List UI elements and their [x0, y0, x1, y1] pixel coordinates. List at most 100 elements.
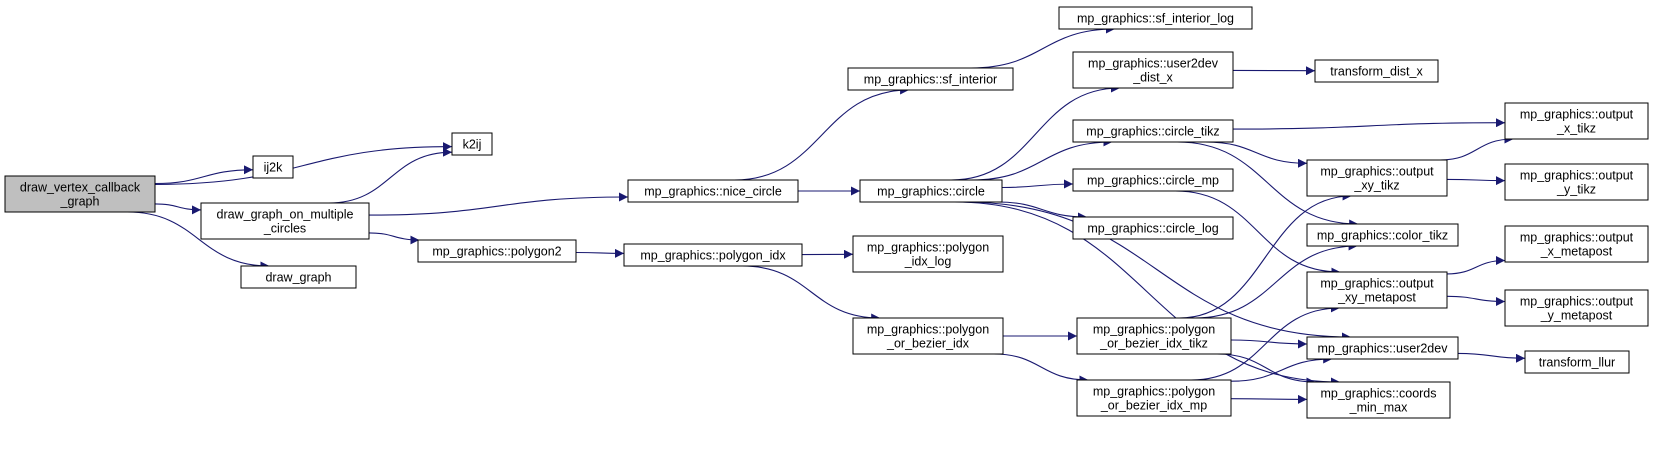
node-label: mp_graphics::polygon_idx — [640, 249, 786, 263]
graph-node-root[interactable]: draw_vertex_callback_graph — [4, 175, 156, 213]
graph-node-output-x-tikz[interactable]: mp_graphics::output_x_tikz — [1504, 102, 1649, 140]
edge-line — [1230, 394, 1308, 404]
edge-line — [996, 201, 1088, 222]
edge-line — [1232, 118, 1506, 130]
node-label: mp_graphics::polygon — [1093, 385, 1215, 399]
edge-pobi-tikz-to-user2dev — [1230, 339, 1308, 349]
node-box — [1504, 102, 1649, 140]
graph-node-polygon-idx-log[interactable]: mp_graphics::polygon_idx_log — [852, 235, 1004, 273]
node-label: transform_dist_x — [1330, 65, 1423, 79]
edge-pobi-mp-to-output-xy-metapost — [1191, 303, 1340, 381]
node-box — [852, 235, 1004, 273]
node-label: mp_graphics::circle — [877, 185, 985, 199]
edge-output-xy-metapost-to-output-x-metapost — [1446, 256, 1506, 275]
edge-circle-tikz-to-output-xy-tikz — [1205, 141, 1308, 168]
graph-node-output-y-tikz[interactable]: mp_graphics::output_y_tikz — [1504, 163, 1649, 201]
graph-node-circle[interactable]: mp_graphics::circle — [859, 179, 1003, 203]
node-box — [1504, 163, 1649, 201]
edge-circle-tikz-to-output-x-tikz — [1232, 118, 1506, 130]
graph-node-transform-llur[interactable]: transform_llur — [1524, 350, 1630, 374]
node-box — [1072, 216, 1234, 240]
edge-line — [1001, 179, 1074, 189]
edge-line — [328, 147, 453, 204]
node-label: mp_graphics::user2dev — [1088, 57, 1219, 71]
node-box — [1306, 159, 1448, 197]
node-label: _y_metapost — [1540, 309, 1613, 323]
edge-line — [154, 203, 202, 215]
graph-node-circle-mp[interactable]: mp_graphics::circle_mp — [1072, 168, 1234, 192]
edge-line — [1205, 141, 1308, 168]
graph-node-polygon2[interactable]: mp_graphics::polygon2 — [417, 239, 577, 263]
graph-node-output-xy-metapost[interactable]: mp_graphics::output_xy_metapost — [1306, 271, 1448, 309]
edge-dgomc-to-k2ij — [328, 147, 453, 204]
graph-node-k2ij[interactable]: k2ij — [451, 132, 493, 156]
graph-node-sf-interior[interactable]: mp_graphics::sf_interior — [847, 67, 1014, 91]
graph-node-color-tikz[interactable]: mp_graphics::color_tikz — [1306, 223, 1459, 247]
node-box — [1076, 379, 1232, 417]
graph-node-pobi-mp[interactable]: mp_graphics::polygon_or_bezier_idx_mp — [1076, 379, 1232, 417]
node-box — [623, 243, 803, 267]
node-label: _dist_x — [1132, 71, 1173, 85]
node-label: mp_graphics::polygon — [867, 323, 989, 337]
node-box — [1306, 381, 1451, 419]
graph-node-output-x-metapost[interactable]: mp_graphics::output_x_metapost — [1504, 225, 1649, 263]
graph-node-user2dev[interactable]: mp_graphics::user2dev — [1306, 336, 1459, 360]
edge-line — [993, 353, 1089, 385]
node-box — [1076, 317, 1232, 355]
node-label: _or_bezier_idx_mp — [1100, 399, 1207, 413]
graph-node-sf-interior-log[interactable]: mp_graphics::sf_interior_log — [1058, 6, 1253, 30]
graph-node-user2dev-dist-x[interactable]: mp_graphics::user2dev_dist_x — [1072, 51, 1234, 89]
edge-line — [1457, 352, 1526, 363]
graph-node-output-y-metapost[interactable]: mp_graphics::output_y_metapost — [1504, 289, 1649, 327]
graph-node-output-xy-tikz[interactable]: mp_graphics::output_xy_tikz — [1306, 159, 1448, 197]
node-label: mp_graphics::polygon — [1093, 323, 1215, 337]
edge-output-xy-tikz-to-output-y-tikz — [1446, 176, 1506, 186]
edge-line — [1175, 190, 1341, 277]
edge-line — [127, 211, 270, 271]
node-label: k2ij — [463, 138, 482, 152]
node-label: mp_graphics::circle_log — [1087, 222, 1218, 236]
node-label: mp_graphics::coords — [1320, 387, 1436, 401]
edge-root-to-draw-graph — [127, 211, 270, 271]
edge-root-to-dgomc — [154, 203, 202, 215]
node-label: mp_graphics::polygon — [867, 241, 989, 255]
edge-circle-to-circle-mp — [1001, 179, 1074, 189]
node-label: _y_tikz — [1556, 183, 1596, 197]
node-label: mp_graphics::user2dev — [1318, 342, 1449, 356]
graph-node-coords-min-max[interactable]: mp_graphics::coords_min_max — [1306, 381, 1451, 419]
edge-line — [1446, 295, 1506, 306]
edge-line — [1230, 339, 1308, 349]
graph-node-circle-tikz[interactable]: mp_graphics::circle_tikz — [1072, 119, 1234, 143]
graph-node-pobi[interactable]: mp_graphics::polygon_or_bezier_idx — [852, 317, 1004, 355]
edge-circle-to-circle-log — [996, 201, 1088, 222]
edge-line — [1179, 191, 1352, 319]
graph-node-draw-graph[interactable]: draw_graph — [240, 265, 357, 289]
edge-line — [971, 24, 1115, 69]
node-label: _x_tikz — [1556, 122, 1596, 136]
edge-line — [1177, 141, 1359, 229]
node-label: mp_graphics::sf_interior — [864, 73, 997, 87]
node-label: mp_graphics::output — [1520, 231, 1634, 245]
edge-line — [575, 248, 625, 258]
graph-node-nice-circle[interactable]: mp_graphics::nice_circle — [627, 179, 799, 203]
nodes: draw_vertex_callback_graph k2ij ij2k draw_g… — [4, 6, 1649, 419]
edge-line — [1194, 241, 1358, 319]
edge-pobi-to-pobi-mp — [993, 353, 1089, 385]
graph-node-transform-dist-x[interactable]: transform_dist_x — [1314, 59, 1439, 83]
graph-node-ij2k[interactable]: ij2k — [252, 155, 294, 179]
graph-node-circle-log[interactable]: mp_graphics::circle_log — [1072, 216, 1234, 240]
node-box — [859, 179, 1003, 203]
node-label: mp_graphics::circle_mp — [1087, 174, 1219, 188]
node-box — [1504, 289, 1649, 327]
edge-pobi-tikz-to-coords-min-max — [1217, 353, 1316, 387]
node-label: _circles — [263, 222, 306, 236]
edge-line — [368, 192, 629, 216]
node-label: draw_graph_on_multiple — [217, 208, 354, 222]
node-label: mp_graphics::output — [1520, 295, 1634, 309]
graph-node-pobi-tikz[interactable]: mp_graphics::polygon_or_bezier_idx_tikz — [1076, 317, 1232, 355]
node-box — [451, 132, 493, 156]
edge-line — [154, 165, 254, 185]
node-label: draw_vertex_callback — [20, 181, 141, 195]
graph-node-polygon-idx[interactable]: mp_graphics::polygon_idx — [623, 243, 803, 267]
graph-node-dgomc[interactable]: draw_graph_on_multiple_circles — [200, 202, 370, 240]
